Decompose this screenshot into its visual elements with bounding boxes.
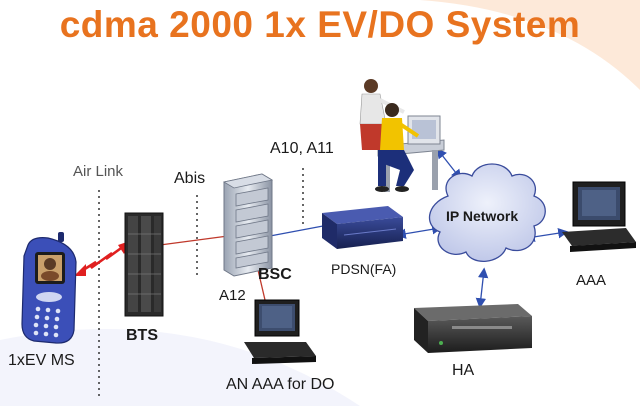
wireless-link (79, 244, 125, 274)
pdsn-label: PDSN(FA) (331, 261, 397, 277)
ip-network-cloud (429, 163, 546, 262)
a10-a11-label: A10, A11 (270, 140, 334, 157)
workstation-people-icon (359, 79, 445, 192)
an-aaa-label: AN AAA for DO (226, 376, 335, 393)
bsc-label: BSC (258, 266, 292, 283)
ip-workstation-link (436, 147, 462, 181)
page-title: cdma 2000 1x EV/DO System (59, 4, 581, 45)
a12-label: A12 (219, 287, 246, 304)
ms-label: 1xEV MS (8, 352, 75, 369)
ha-icon (414, 304, 532, 353)
background-swoosh (0, 329, 360, 406)
bsc-pdsn-link (269, 225, 324, 237)
an-aaa-computer-icon (244, 299, 316, 364)
air-link-label: Air Link (73, 163, 124, 180)
bts-icon (124, 212, 164, 317)
ip-network-label: IP Network (446, 208, 519, 224)
mobile-station-icon (21, 232, 77, 344)
aaa-label: AAA (576, 272, 607, 289)
abis-label: Abis (174, 170, 206, 187)
wireless-arrowhead (74, 264, 86, 276)
bsc-icon (222, 173, 274, 277)
background-swoosh (420, 0, 640, 90)
ip-ha-link (475, 267, 489, 309)
aaa-computer-icon (562, 181, 636, 252)
ha-label: HA (452, 362, 475, 379)
bsc-a12-link (257, 269, 266, 301)
pdsn-ip-link (395, 224, 443, 239)
bts-bsc-link (159, 235, 229, 246)
pdsn-icon (322, 206, 403, 249)
bts-label: BTS (126, 327, 158, 344)
